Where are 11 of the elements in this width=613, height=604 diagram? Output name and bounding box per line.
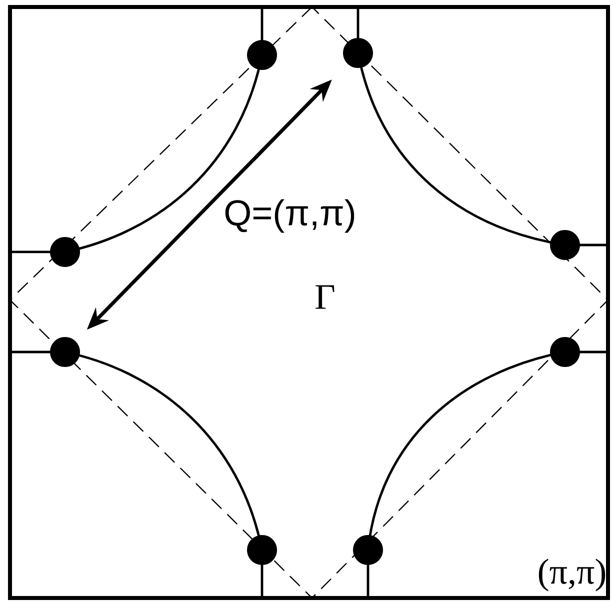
hot-spot-dot — [50, 236, 80, 267]
hot-spot-dot — [353, 534, 383, 565]
hot-spot-dot — [550, 230, 580, 260]
corner-label: (π,π) — [538, 558, 606, 592]
edge-label: Q=(π,π) — [222, 198, 358, 234]
hot-spot-dot — [50, 336, 80, 367]
hot-spot-dot — [343, 38, 373, 68]
hot-spot-dot — [550, 336, 580, 367]
hot-spot-dot — [247, 534, 277, 565]
gamma-point-label: Γ — [316, 285, 334, 309]
hot-spot-dot — [247, 40, 277, 70]
